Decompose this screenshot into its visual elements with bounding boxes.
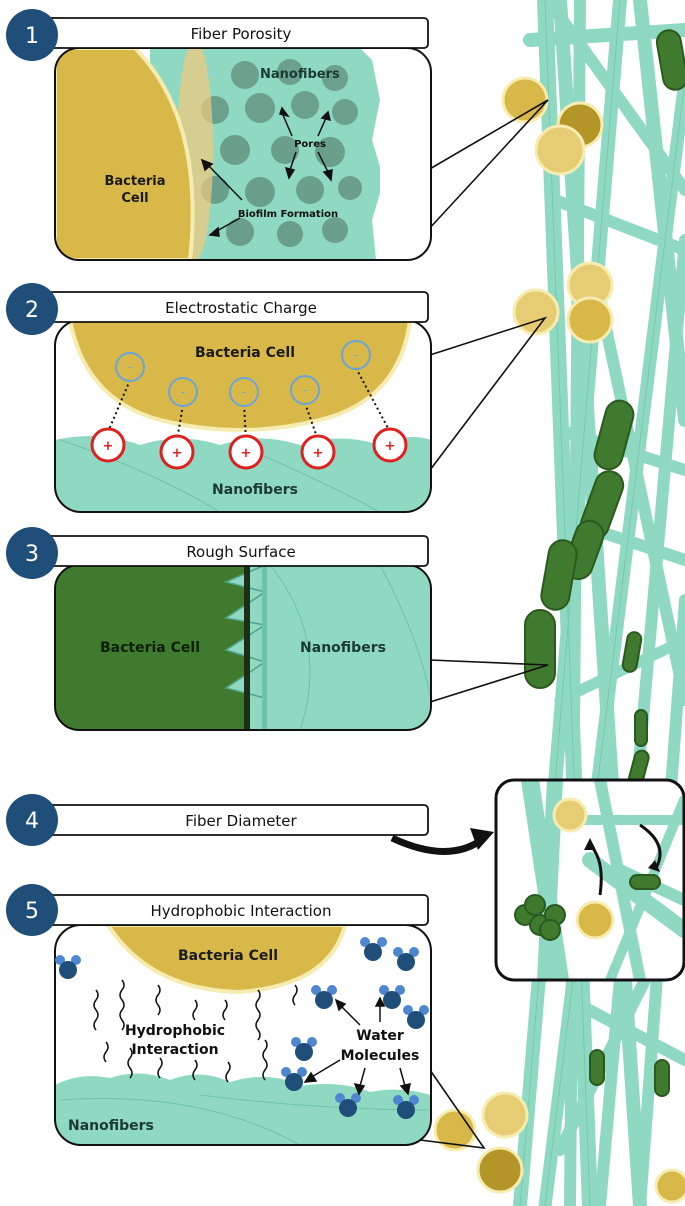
header-fiber-diameter: Fiber Diameter 4 bbox=[6, 794, 429, 846]
pore-arrows bbox=[200, 106, 333, 237]
fiber bbox=[542, 0, 685, 196]
positive-charge bbox=[300, 434, 336, 470]
svg-text:+: + bbox=[172, 446, 183, 461]
label-water-molecules-2: Molecules bbox=[341, 1048, 420, 1064]
title-fiber-porosity: Fiber Porosity bbox=[191, 25, 292, 43]
label-nanofibers: Nanofibers bbox=[212, 482, 298, 498]
label-bacteria-cell: Bacteria Cell bbox=[100, 640, 200, 656]
label-nanofibers: Nanofibers bbox=[300, 640, 386, 656]
negative-charge bbox=[341, 340, 371, 370]
svg-text:-: - bbox=[303, 383, 307, 397]
svg-text:+: + bbox=[103, 439, 114, 454]
fiber-diameter-zoom bbox=[494, 778, 685, 982]
svg-text:+: + bbox=[385, 439, 396, 454]
panel-electrostatic-charge: Bacteria Cell Nanofibers - - - - bbox=[54, 319, 432, 513]
header-hydrophobic-interaction: Hydrophobic Interaction 5 bbox=[6, 884, 429, 936]
coccus-bacteria-cluster bbox=[433, 76, 685, 1204]
fiber bbox=[554, 634, 685, 706]
positive-charge bbox=[159, 434, 195, 470]
fiber bbox=[549, 194, 685, 256]
label-bacteria-cell: Bacteria Cell bbox=[178, 948, 278, 964]
charge-pairs: - - - - - + + + + + bbox=[90, 340, 408, 470]
arrow-head bbox=[470, 828, 494, 850]
header-electrostatic-charge: Electrostatic Charge 2 bbox=[6, 283, 429, 335]
positive-charge bbox=[90, 427, 126, 463]
svg-text:1: 1 bbox=[25, 24, 39, 49]
svg-text:-: - bbox=[128, 360, 132, 374]
header-rough-surface: Rough Surface 3 bbox=[6, 527, 429, 579]
negative-charge bbox=[229, 377, 259, 407]
title-rough-surface: Rough Surface bbox=[186, 543, 295, 561]
title-electrostatic-charge: Electrostatic Charge bbox=[165, 299, 317, 317]
label-pores: Pores bbox=[294, 139, 326, 150]
fiber bbox=[564, 994, 685, 1066]
title-fiber-diameter: Fiber Diameter bbox=[185, 812, 297, 830]
arrow-to-zoom bbox=[390, 834, 487, 855]
panel-fiber-porosity: Nanofibers Bacteria Cell Pores Biofilm F… bbox=[54, 47, 432, 261]
badge-1 bbox=[6, 9, 58, 61]
svg-text:+: + bbox=[313, 446, 324, 461]
header-fiber-porosity: Fiber Porosity 1 bbox=[6, 9, 429, 61]
svg-text:+: + bbox=[241, 446, 252, 461]
badge-4 bbox=[6, 794, 58, 846]
label-nanofibers: Nanofibers bbox=[68, 1118, 154, 1134]
label-bacteria-cell: Bacteria Cell bbox=[195, 345, 295, 361]
label-bacteria-cell-2: Cell bbox=[121, 191, 148, 206]
badge-3 bbox=[6, 527, 58, 579]
badge-5 bbox=[6, 884, 58, 936]
label-nanofibers: Nanofibers bbox=[260, 67, 340, 82]
svg-text:5: 5 bbox=[25, 899, 39, 924]
panel-hydrophobic-interaction: Bacteria Cell Hydrophobic Interaction bbox=[54, 924, 432, 1146]
fiber bbox=[594, 294, 685, 706]
label-hydrophobic-interaction: Hydrophobic bbox=[125, 1023, 225, 1039]
positive-charge bbox=[228, 434, 264, 470]
label-biofilm-formation: Biofilm Formation bbox=[238, 209, 338, 220]
panel-rough-surface: Bacteria Cell Nanofibers bbox=[54, 564, 432, 731]
title-hydrophobic-interaction: Hydrophobic Interaction bbox=[151, 902, 332, 920]
svg-text:4: 4 bbox=[25, 809, 39, 834]
svg-text:-: - bbox=[354, 348, 358, 362]
positive-charge bbox=[372, 427, 408, 463]
label-hydrophobic-interaction-2: Interaction bbox=[131, 1042, 218, 1058]
fiber bbox=[523, 23, 685, 47]
panel-headers: Fiber Porosity 1 Electrostatic Charge 2 … bbox=[6, 9, 429, 936]
svg-text:-: - bbox=[242, 385, 246, 399]
label-bacteria-cell: Bacteria bbox=[104, 174, 165, 189]
badge-2 bbox=[6, 283, 58, 335]
water-arrows bbox=[303, 996, 411, 1096]
negative-charge bbox=[115, 352, 145, 382]
nanofiber-mesh bbox=[513, 0, 685, 1206]
svg-text:-: - bbox=[181, 385, 185, 399]
negative-charge bbox=[168, 377, 198, 407]
svg-text:2: 2 bbox=[25, 298, 39, 323]
hydrophobic-chains bbox=[93, 979, 298, 1083]
callout-lines bbox=[419, 99, 549, 1150]
rod-bacteria-cluster bbox=[524, 29, 685, 1097]
negative-charge bbox=[290, 375, 320, 405]
svg-text:3: 3 bbox=[25, 542, 39, 567]
label-water-molecules: Water bbox=[356, 1028, 404, 1044]
water-molecules bbox=[55, 937, 429, 1119]
